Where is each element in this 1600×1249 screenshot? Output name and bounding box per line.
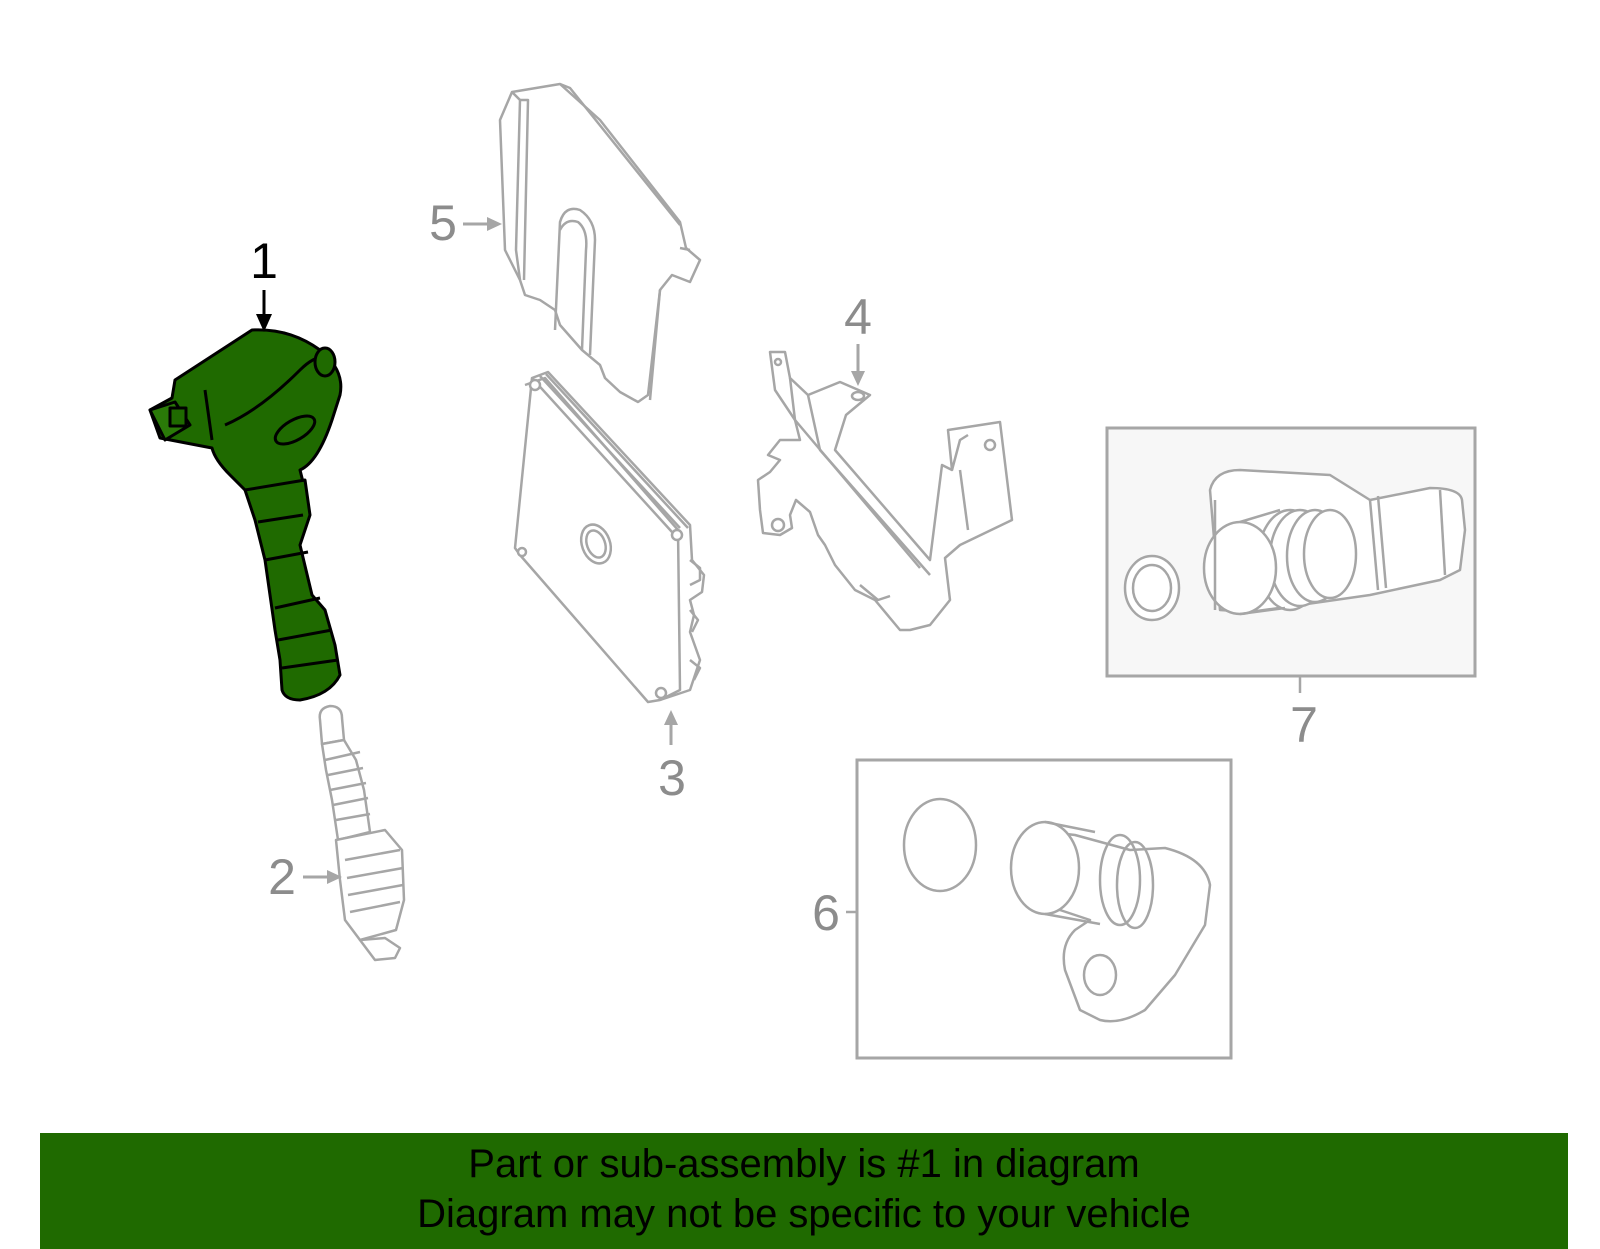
- callout-3[interactable]: 3: [658, 750, 686, 806]
- part-6-sensor[interactable]: [902, 797, 1212, 1023]
- part-3-control-module[interactable]: [513, 370, 706, 704]
- part-1-ignition-coil[interactable]: [148, 328, 343, 702]
- leader-arrow-1: [256, 290, 272, 332]
- callout-6[interactable]: 6: [812, 885, 840, 941]
- part-7-sensor[interactable]: [1123, 468, 1467, 622]
- banner-line-2: Diagram may not be specific to your vehi…: [417, 1192, 1191, 1236]
- info-banner: Part or sub-assembly is #1 in diagram Di…: [40, 1133, 1568, 1249]
- callout-2[interactable]: 2: [268, 849, 296, 905]
- callout-7[interactable]: 7: [1290, 697, 1318, 753]
- part-2-spark-plug[interactable]: [318, 704, 406, 962]
- callout-4[interactable]: 4: [844, 289, 872, 345]
- part-4-bracket[interactable]: [756, 350, 1014, 632]
- callout-1[interactable]: 1: [250, 233, 278, 289]
- leader-arrow-3: [664, 710, 678, 745]
- banner-line-1: Part or sub-assembly is #1 in diagram: [468, 1142, 1140, 1186]
- leader-arrow-5: [463, 217, 502, 231]
- leader-arrow-2: [303, 870, 342, 884]
- leader-arrow-4: [851, 344, 865, 386]
- callout-5[interactable]: 5: [429, 195, 457, 251]
- part-5-cover[interactable]: [498, 82, 702, 404]
